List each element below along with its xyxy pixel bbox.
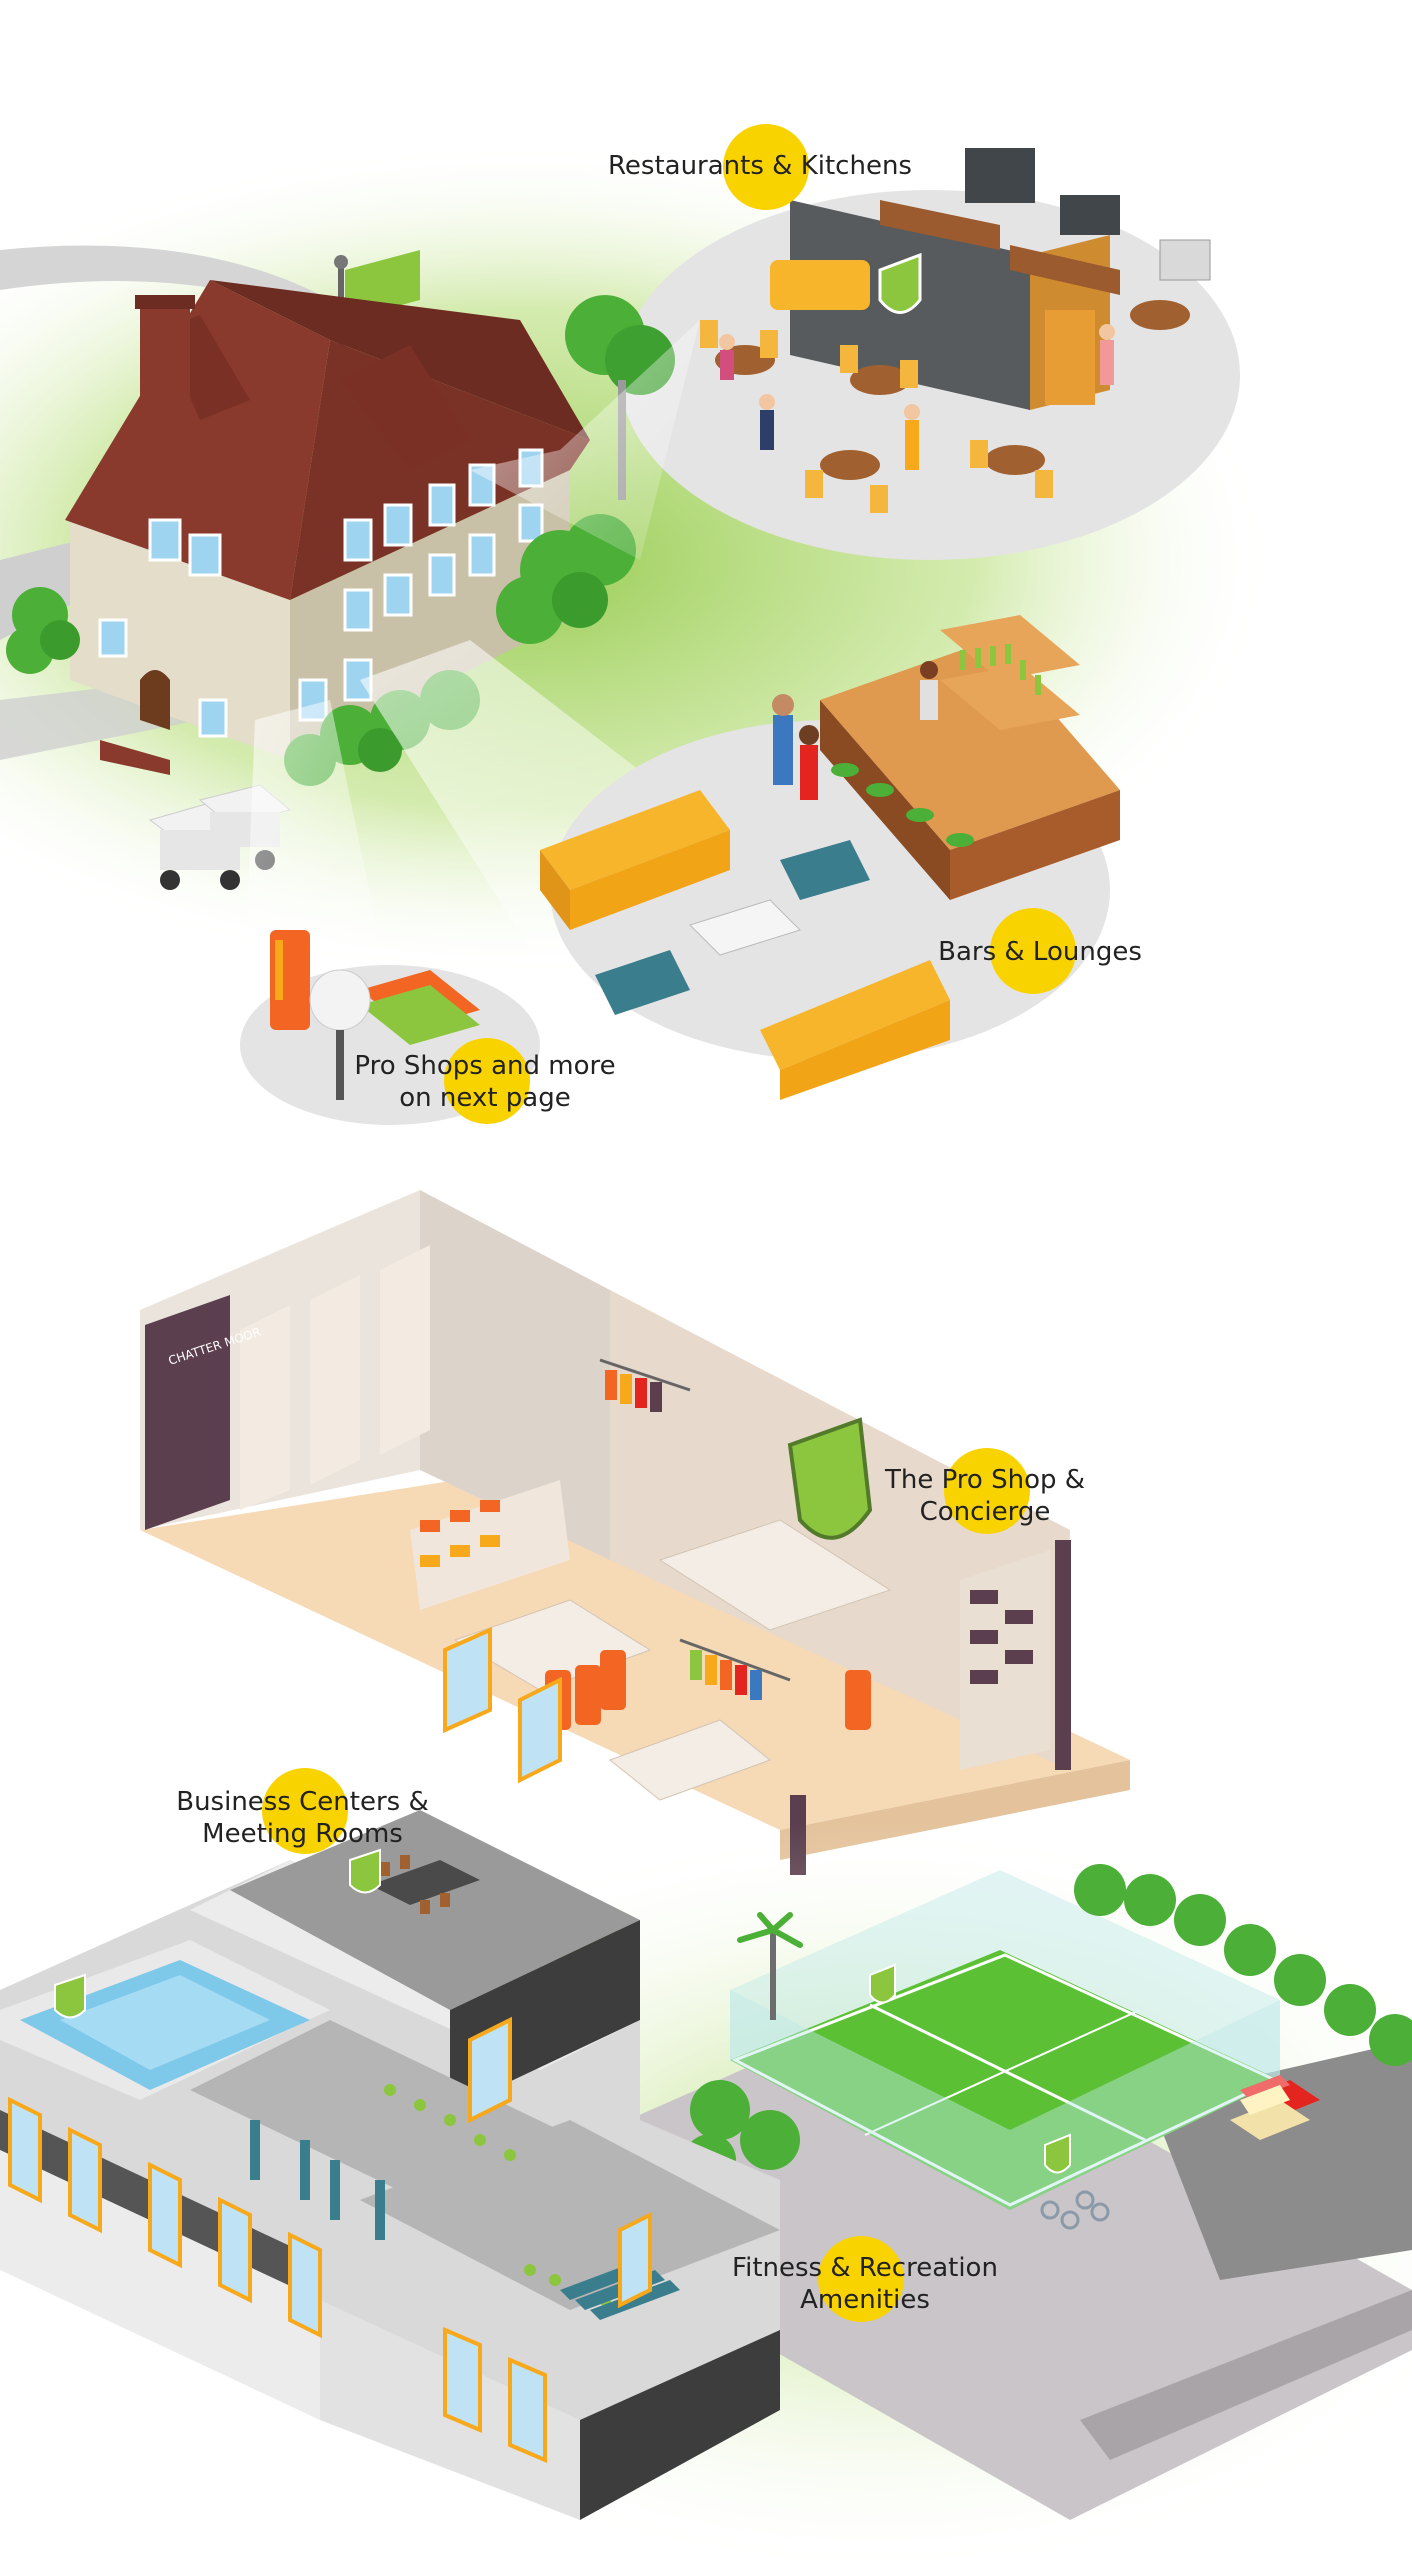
meeting-shield-icon [349, 1848, 381, 1894]
restaurants-dot [723, 124, 809, 210]
pool-shield-icon [54, 1973, 86, 2019]
bars-label: Bars & Lounges [938, 937, 1142, 967]
pro-shop-concierge-label: The Pro Shop & Concierge [884, 1465, 1086, 1527]
pro-shop-concierge-dot [944, 1448, 1030, 1534]
business-label: Business Centers & Meeting Rooms [176, 1787, 429, 1849]
business-dot [262, 1768, 348, 1854]
bike-shield-icon [1044, 2133, 1071, 2174]
club-shield-icon [878, 252, 922, 314]
restaurants-label: Restaurants & Kitchens [608, 151, 912, 181]
pro-shops-label: Pro Shops and more on next page [354, 1051, 616, 1113]
fitness-label: Fitness & Recreation Amenities [732, 2253, 998, 2315]
pro-shop-shield-icon [787, 1417, 873, 1540]
restaurant-scene [565, 148, 1240, 560]
pro-shops-dot [444, 1038, 530, 1124]
court-shield-icon [869, 1963, 896, 2004]
pro-shop-interior: CHATTER MOOR [140, 1190, 1130, 1875]
bars-dot [990, 908, 1076, 994]
fitness-building [0, 1626, 780, 2520]
fitness-dot [818, 2236, 904, 2322]
bar-lounge-scene [540, 615, 1120, 1100]
